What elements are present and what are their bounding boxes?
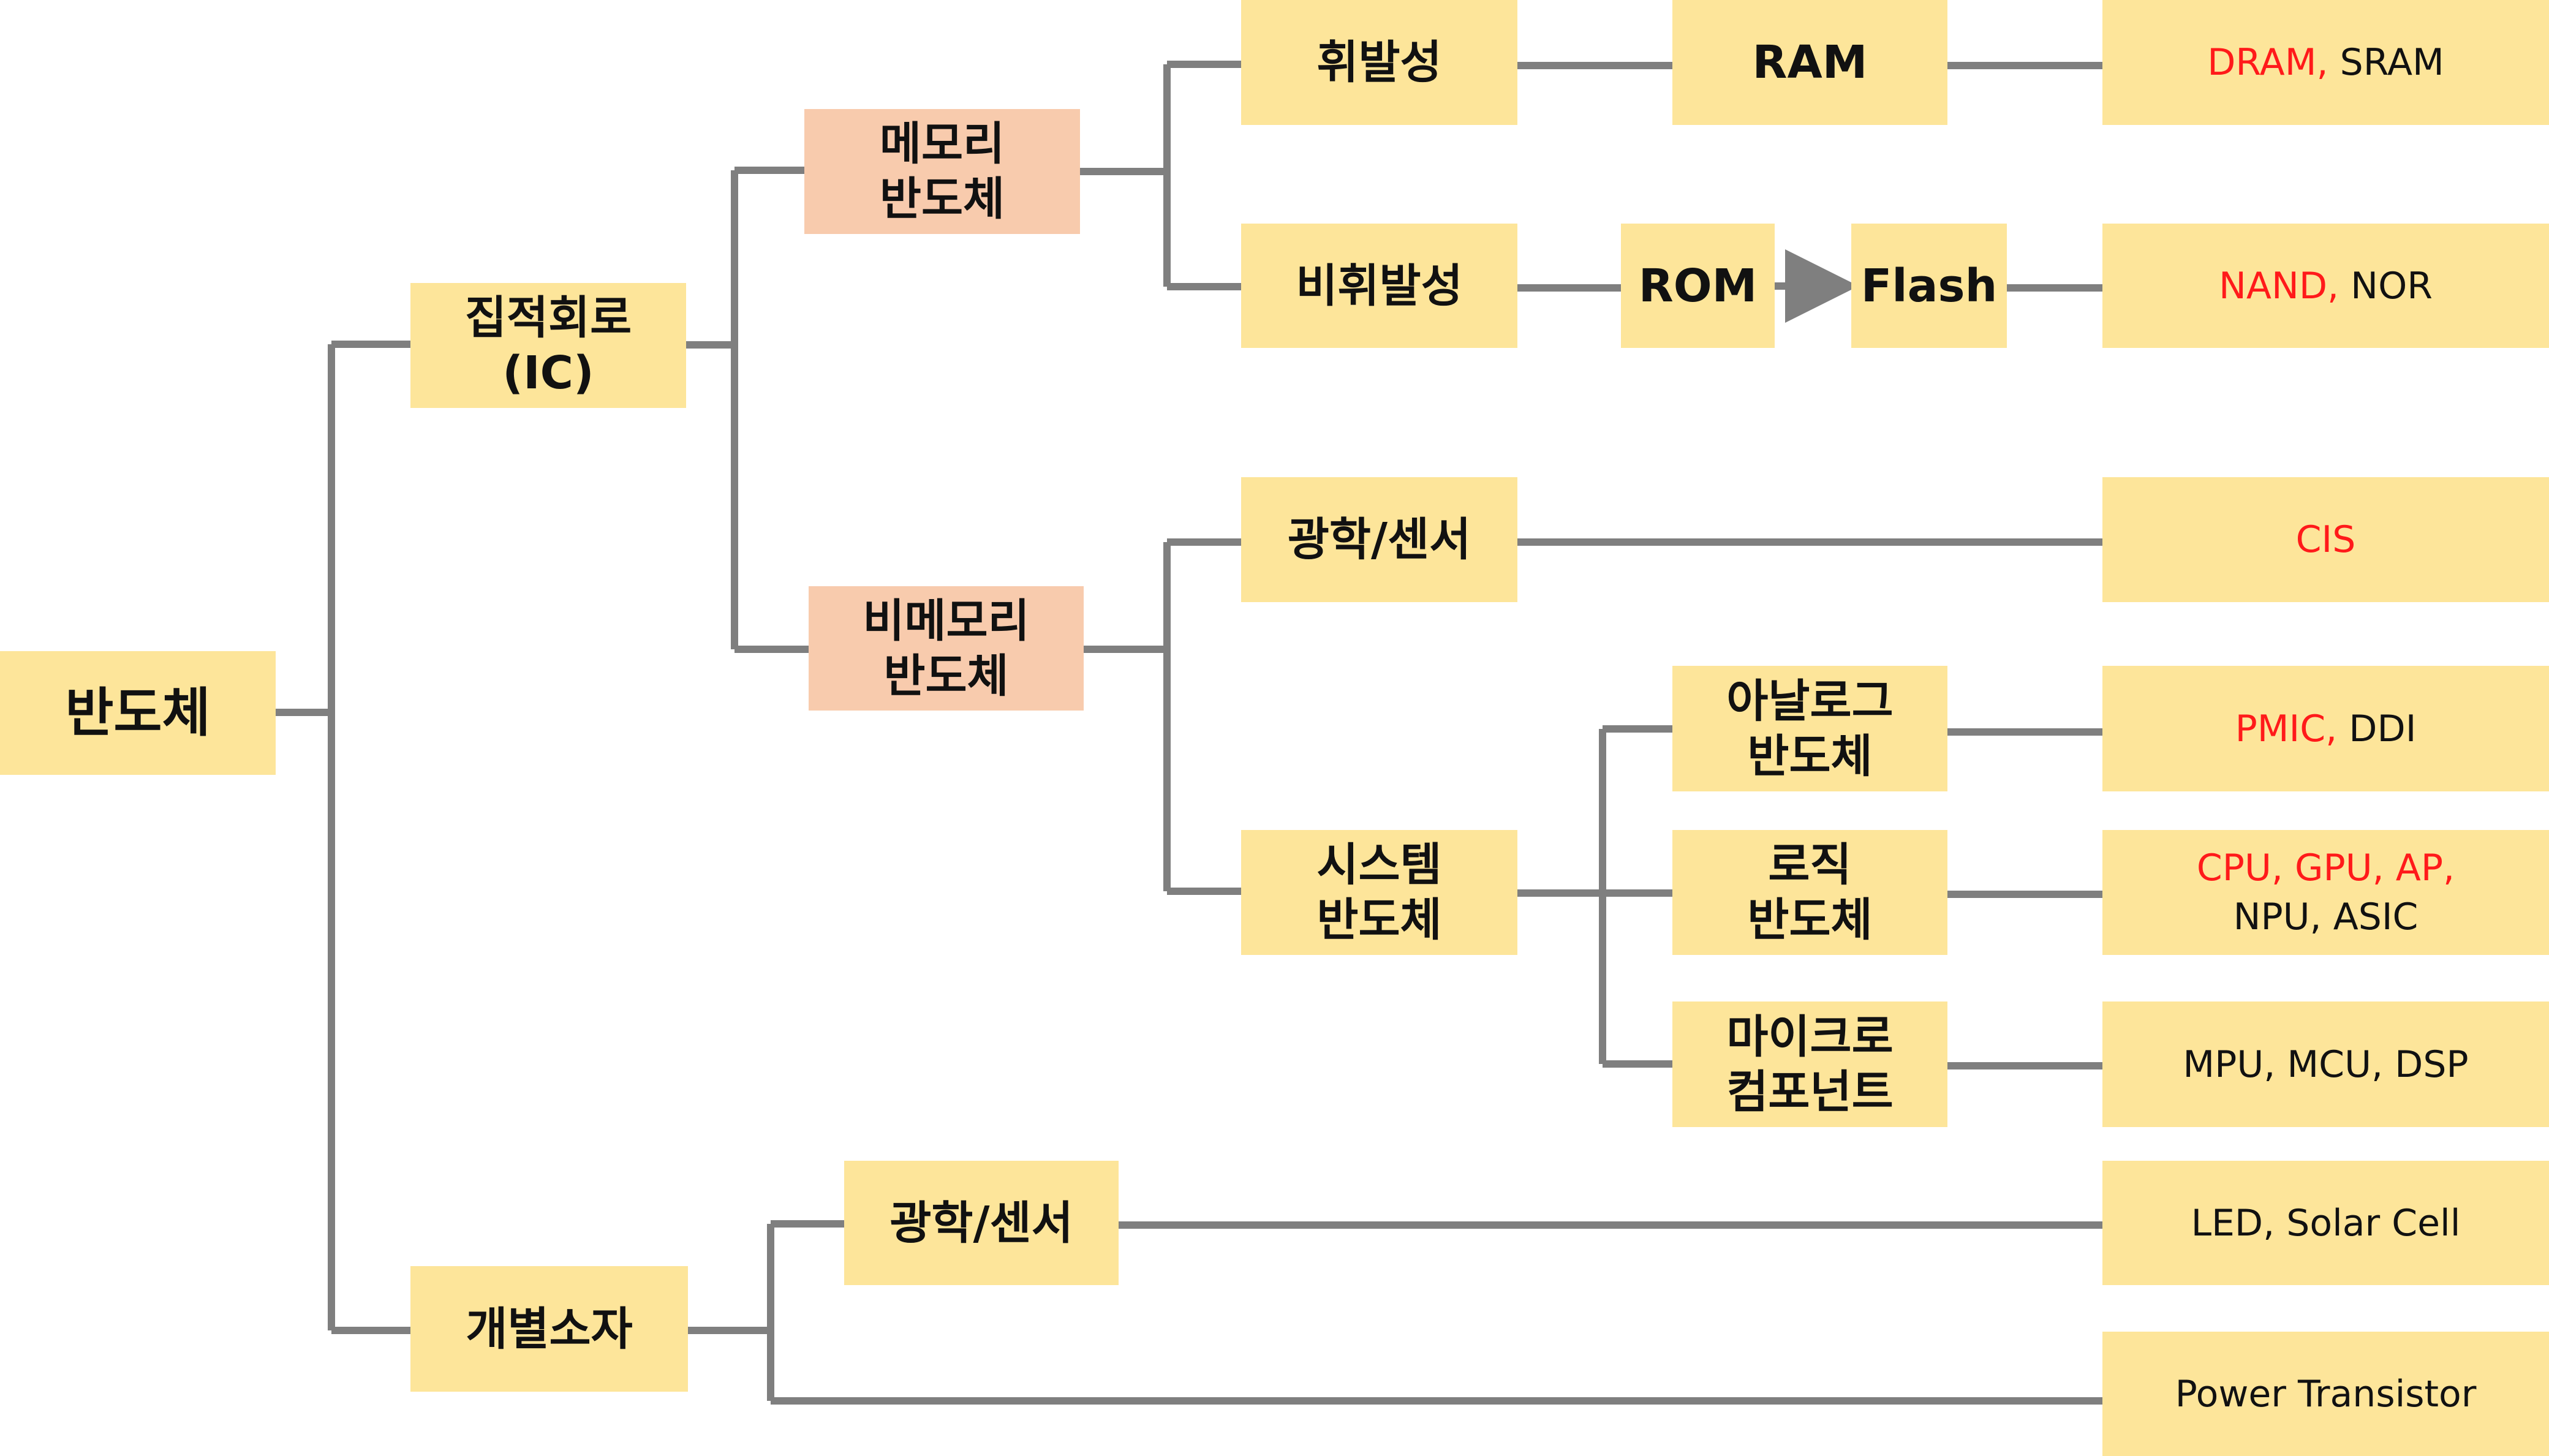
node-volatile: 휘발성 [1241, 0, 1517, 125]
node-ram: RAM [1672, 0, 1947, 125]
node-memory-line1: 메모리 [879, 118, 1005, 170]
node-logic-line1: 로직 [1768, 839, 1852, 891]
leaf-pmic-line: PMIC, DDI [2235, 704, 2417, 753]
node-discrete-optical: 광학/센서 [844, 1161, 1119, 1285]
node-flash: Flash [1851, 224, 2007, 348]
node-nonvolatile-label: 비휘발성 [1296, 259, 1463, 312]
node-analog-line1: 아날로그 [1726, 674, 1894, 728]
connector-discrete [688, 1220, 2102, 1405]
node-nonmemory-line1: 비메모리 [863, 594, 1030, 647]
node-micro-line1: 마이크로 [1726, 1010, 1894, 1063]
leaf-power: Power Transistor [2102, 1332, 2549, 1456]
node-flash-label: Flash [1860, 259, 1998, 312]
leaf-dram-highlight: DRAM, [2207, 41, 2328, 84]
node-logic-line2: 반도체 [1747, 894, 1873, 946]
leaf-mpu-plain: MPU, MCU, DSP [2183, 1043, 2469, 1086]
leaf-cpu-plain: NPU, ASIC [2233, 896, 2419, 938]
connector-memory [1080, 61, 1241, 290]
leaf-pmic-highlight: PMIC, [2235, 707, 2338, 750]
node-discrete: 개별소자 [410, 1266, 688, 1392]
leaf-cpu-highlight: CPU, GPU, AP, [2196, 847, 2455, 889]
leaf-pmic-plain: DDI [2337, 707, 2417, 750]
leaf-cpu: CPU, GPU, AP, NPU, ASIC [2102, 830, 2549, 955]
node-memory-line2: 반도체 [879, 173, 1005, 225]
leaf-cis: CIS [2102, 477, 2549, 602]
node-nonmemory-line2: 반도체 [883, 649, 1009, 703]
node-nonmemory: 비메모리 반도체 [809, 586, 1084, 711]
node-ic-line2: (IC) [502, 347, 594, 399]
node-ic: 집적회로 (IC) [410, 283, 686, 408]
connector-ic [686, 167, 809, 653]
node-analog-line2: 반도체 [1747, 730, 1873, 783]
leaf-mpu: MPU, MCU, DSP [2102, 1001, 2549, 1127]
node-micro: 마이크로 컴포넌트 [1672, 1001, 1947, 1127]
node-system: 시스템 반도체 [1241, 830, 1517, 955]
node-nonvolatile: 비휘발성 [1241, 224, 1517, 348]
node-rom-label: ROM [1638, 259, 1758, 312]
node-system-line2: 반도체 [1316, 894, 1442, 946]
leaf-dram: DRAM, SRAM [2102, 0, 2549, 125]
node-rom: ROM [1621, 224, 1775, 348]
leaf-nand-plain: NOR [2339, 264, 2433, 307]
leaf-nand: NAND, NOR [2102, 224, 2549, 348]
leaf-nand-line: NAND, NOR [2219, 262, 2433, 311]
leaf-cis-highlight: CIS [2295, 518, 2356, 561]
leaf-led: LED, Solar Cell [2102, 1161, 2549, 1285]
leaf-power-plain: Power Transistor [2175, 1372, 2477, 1416]
connector-nonmemory [1084, 538, 1241, 895]
leaf-dram-plain: SRAM [2328, 41, 2444, 84]
leaf-led-plain: LED, Solar Cell [2191, 1201, 2461, 1245]
node-logic: 로직 반도체 [1672, 830, 1947, 955]
connector-root [276, 341, 410, 1334]
leaf-cis-line: CIS [2296, 515, 2356, 564]
leaf-dram-line: DRAM, SRAM [2207, 38, 2444, 87]
node-micro-line2: 컴포넌트 [1726, 1065, 1894, 1118]
node-optical-sensor-label: 광학/센서 [1287, 513, 1471, 566]
node-discrete-label: 개별소자 [466, 1302, 633, 1356]
node-volatile-label: 휘발성 [1316, 36, 1442, 89]
node-discrete-optical-label: 광학/센서 [889, 1196, 1073, 1250]
leaf-pmic: PMIC, DDI [2102, 666, 2549, 791]
node-ram-label: RAM [1752, 36, 1868, 89]
node-system-line1: 시스템 [1316, 839, 1442, 891]
leaf-nand-highlight: NAND, [2219, 264, 2339, 307]
node-ic-line1: 집적회로 [464, 292, 632, 344]
node-root-label: 반도체 [65, 682, 211, 744]
node-optical-sensor: 광학/센서 [1241, 477, 1517, 602]
node-root: 반도체 [0, 651, 276, 775]
node-memory: 메모리 반도체 [804, 109, 1080, 234]
node-analog: 아날로그 반도체 [1672, 666, 1947, 791]
connector-system [1517, 725, 1672, 1068]
